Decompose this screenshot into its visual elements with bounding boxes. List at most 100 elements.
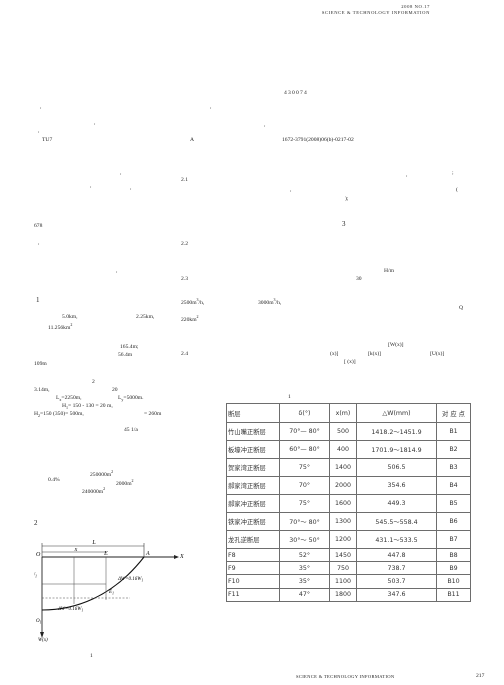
flow-rate-b: 3000m3/h, [258, 297, 282, 306]
cell-dw: 449.3 [356, 494, 437, 513]
affiliation-code: 430074 [284, 90, 308, 96]
mark-punct: , [38, 240, 40, 246]
cell-point: B10 [436, 574, 471, 589]
cell-point: B11 [436, 587, 471, 602]
cell-x: 750 [329, 561, 357, 576]
cell-fault: 龙孔逆断层 [226, 530, 280, 549]
number-678: 678 [34, 223, 43, 229]
label-L: L [91, 540, 96, 546]
label-O: O [36, 552, 41, 558]
value-2000: 2000m2 [116, 478, 134, 487]
formula-ux: [U(x)] [430, 351, 445, 357]
cell-dw: 1418.2～1451.9 [356, 422, 437, 441]
cell-point: B9 [436, 561, 471, 576]
value-109: 109m [34, 361, 47, 367]
formula-x: (x)] [330, 351, 339, 357]
cell-fault: 贺家湾正断层 [226, 458, 280, 477]
section-3-heading: 3 [342, 220, 346, 228]
cell-dip: 70° [279, 476, 330, 495]
label-O1: O1 [36, 619, 42, 624]
class-number: TU7 [42, 137, 53, 143]
mark-punct: , [290, 187, 292, 193]
mark-punct: , [94, 120, 96, 126]
document-code: A [190, 137, 195, 143]
value-45: 45 1/a [124, 427, 138, 433]
value-250000: 250000m2 [90, 469, 114, 478]
mark-punct: , [130, 185, 132, 191]
cell-point: B7 [436, 530, 471, 549]
flow-rate-a: 2500m3/h, [181, 297, 205, 306]
cell-fault: 竹山嘴正断层 [226, 422, 280, 441]
section-2-1: 2.1 [181, 177, 188, 183]
value-area: 11.256km2 [48, 322, 73, 331]
x-axis-arrow [174, 555, 179, 559]
cell-dip: 47° [279, 587, 330, 602]
section-2-3: 2.3 [181, 276, 188, 282]
formula-kx: [k(x)] [368, 351, 382, 357]
label-X: X [179, 554, 184, 560]
cell-dip: 70°— 80° [279, 422, 330, 441]
cell-fault: F11 [226, 587, 280, 602]
w-axis-arrow [40, 632, 44, 638]
mark-punct: , [116, 268, 118, 274]
cell-point: B5 [436, 494, 471, 513]
header-point: 对 应 点 [436, 403, 471, 423]
section-2-heading: 2 [34, 519, 38, 527]
cell-x: 2000 [329, 476, 357, 495]
cell-x: 1450 [329, 547, 357, 563]
cell-dip: 70°～ 80° [279, 512, 330, 531]
cell-x: 1800 [329, 587, 357, 602]
cell-point: B4 [436, 476, 471, 495]
header-dip: δ(°) [279, 403, 330, 423]
label-x: x [74, 547, 78, 553]
cell-fault: 郝家湾正断层 [226, 476, 280, 495]
label-hw: H/m [384, 268, 394, 274]
cell-fault: F8 [226, 547, 280, 563]
cell-point: B8 [436, 547, 471, 563]
label-E: E [103, 551, 108, 557]
cell-x: 1300 [329, 512, 357, 531]
cell-dip: 60°— 80° [279, 440, 330, 459]
value-30: 30 [356, 276, 362, 282]
cell-dip: 75° [279, 494, 330, 513]
mark-punct: ; [452, 170, 454, 176]
cell-x: 1600 [329, 494, 357, 513]
mark-punct: ( [456, 187, 458, 193]
header-issue: 2008 NO.17 [401, 4, 430, 9]
cell-dip: 30°～ 50° [279, 530, 330, 549]
value-240000: 240000m2 [82, 486, 106, 495]
cell-dw: 503.7 [356, 574, 437, 589]
label-dw-upper: ΔW=0.16W1 [117, 577, 143, 582]
article-id: 1672-3791(2008)06(b)-0217-02 [282, 137, 354, 143]
cell-dip: 52° [279, 547, 330, 563]
table-caption: 1 [288, 394, 291, 400]
value-260: = 260m [144, 411, 162, 417]
value-314: 3.14m, [34, 387, 50, 393]
figure-caption: 1 [90, 653, 93, 659]
header-x: x(m) [329, 403, 357, 423]
label-q: Q [459, 305, 464, 311]
value-2: 2 [92, 379, 95, 385]
footer-journal: SCIENCE & TECHNOLOGY INFORMATION [296, 674, 395, 679]
section-2-4: 2.4 [181, 351, 188, 357]
cell-x: 400 [329, 440, 357, 459]
cell-dip: 75° [279, 458, 330, 477]
value-h2: H2=150 (350)= 500m, [34, 411, 84, 419]
mark-punct: , [210, 104, 212, 110]
cell-point: B6 [436, 512, 471, 531]
cell-dw: 431.1～533.5 [356, 530, 437, 549]
cell-point: B2 [436, 440, 471, 459]
cell-x: 1200 [329, 530, 357, 549]
mark-punct: , [40, 104, 42, 110]
page-number: 217 [476, 673, 485, 679]
value-ly: Ly=5000m. [118, 395, 144, 403]
cell-dw: 545.5～558.4 [356, 512, 437, 531]
cell-dw: 738.7 [356, 561, 437, 576]
mark-punct: , [406, 172, 408, 178]
cell-fault: F9 [226, 561, 280, 576]
mark-punct: , [120, 170, 122, 176]
